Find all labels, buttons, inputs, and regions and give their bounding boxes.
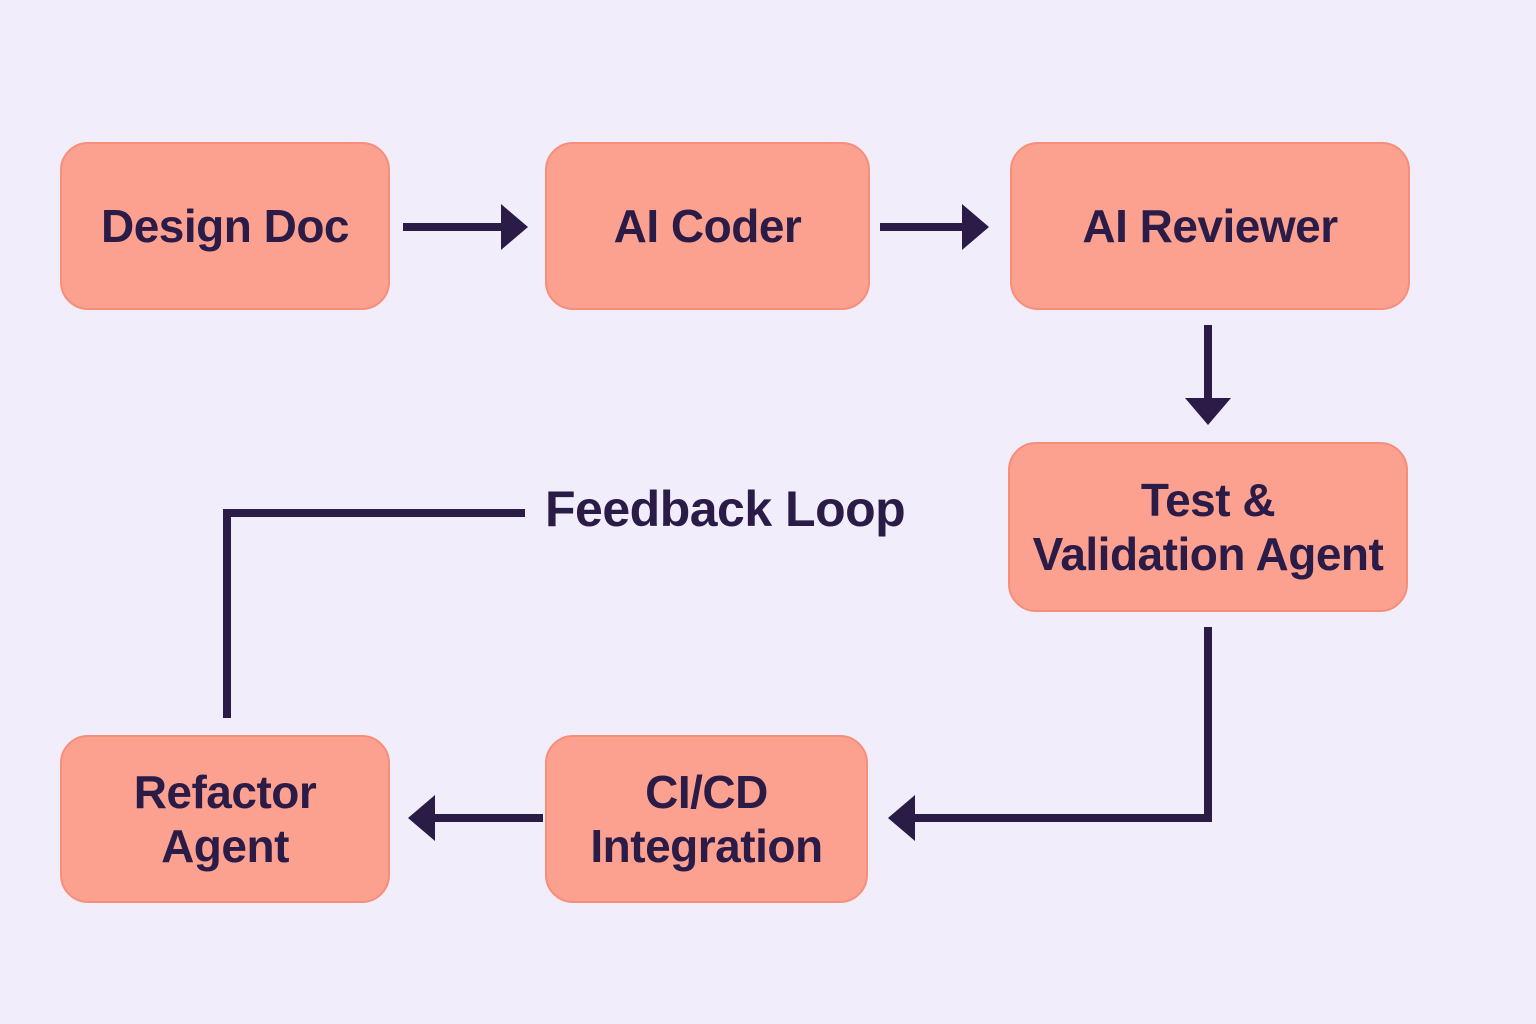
- node-ai-reviewer-label: AI Reviewer: [1082, 199, 1338, 252]
- arrowhead-left-icon: [888, 795, 915, 841]
- arrowhead-left-icon: [408, 795, 435, 841]
- arrow-shaft-vertical: [1204, 627, 1212, 822]
- arrow-shaft: [1204, 325, 1212, 400]
- feedback-loop-label: Feedback Loop: [545, 481, 906, 537]
- node-cicd-integration: CI/CD Integration: [545, 735, 868, 903]
- arrowhead-right-icon: [501, 204, 528, 250]
- node-design-doc-label: Design Doc: [100, 199, 350, 252]
- node-refactor-agent: Refactor Agent: [60, 735, 390, 903]
- arrow-shaft: [880, 223, 964, 231]
- arrow-shaft: [403, 223, 503, 231]
- node-ai-coder-label: AI Coder: [613, 199, 802, 252]
- node-design-doc: Design Doc: [60, 142, 390, 310]
- node-cicd-integration-label: CI/CD Integration: [590, 765, 823, 872]
- arrowhead-down-icon: [1185, 398, 1231, 425]
- node-test-validation-agent: Test & Validation Agent: [1008, 442, 1408, 612]
- feedback-line-vertical: [223, 509, 231, 718]
- node-refactor-agent-label: Refactor Agent: [133, 765, 317, 872]
- feedback-line-horizontal: [223, 509, 525, 517]
- node-ai-coder: AI Coder: [545, 142, 870, 310]
- arrowhead-right-icon: [962, 204, 989, 250]
- arrow-shaft-horizontal: [914, 814, 1212, 822]
- node-test-validation-agent-label: Test & Validation Agent: [1032, 473, 1384, 580]
- arrow-shaft: [434, 814, 543, 822]
- node-ai-reviewer: AI Reviewer: [1010, 142, 1410, 310]
